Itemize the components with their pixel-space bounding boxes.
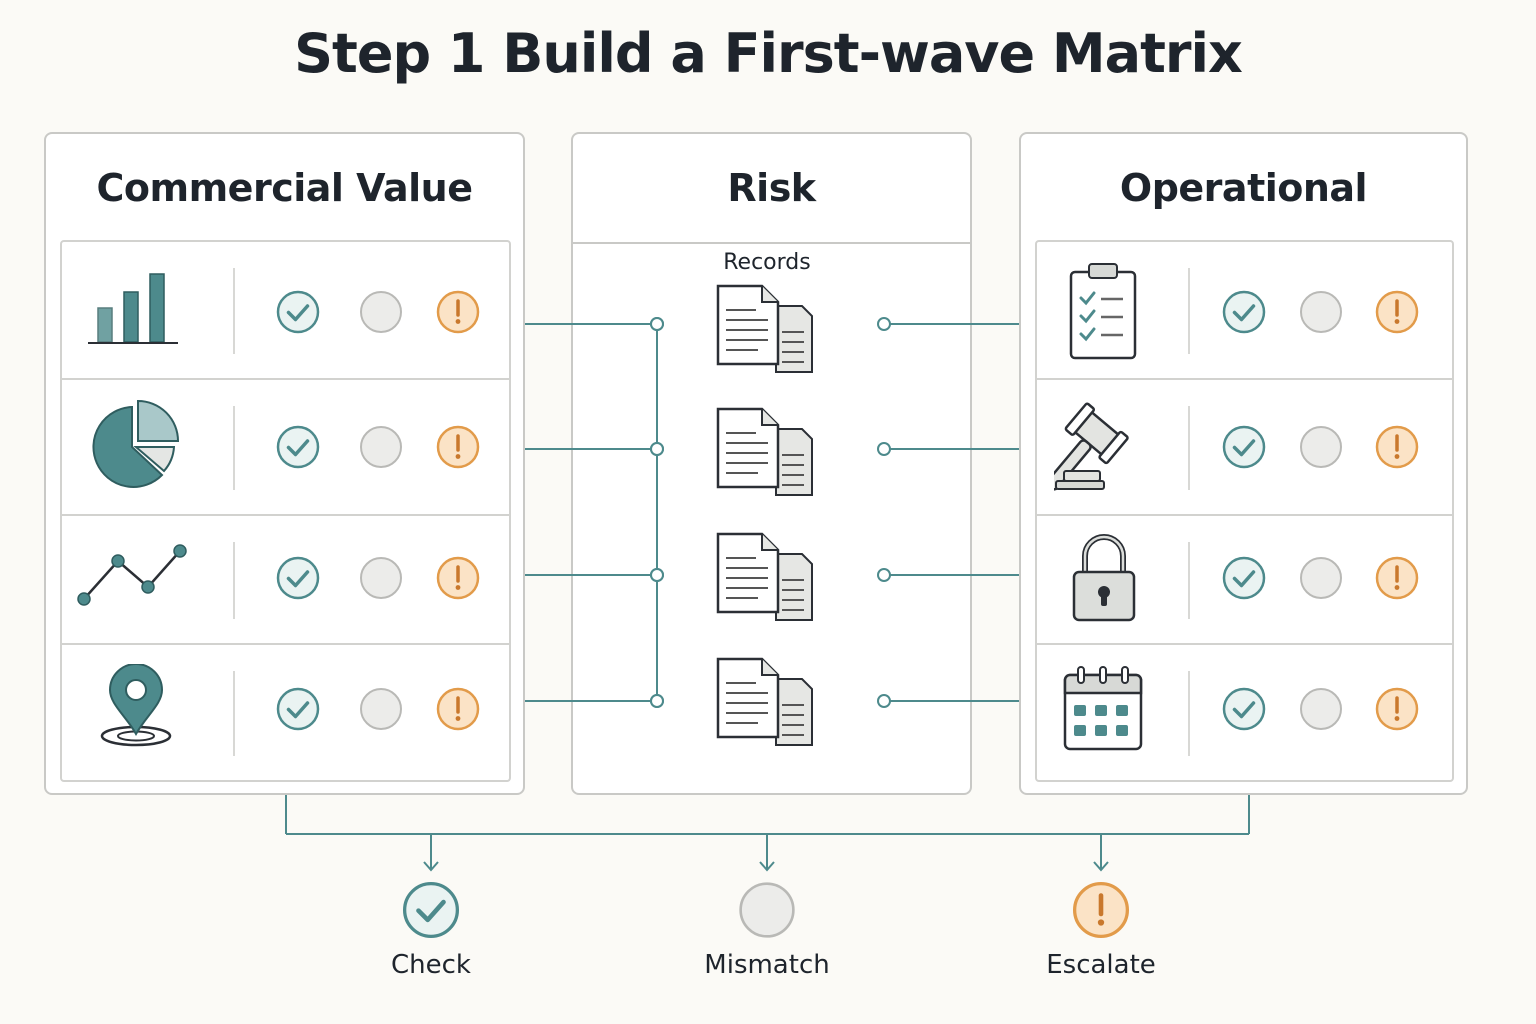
status-check-icon[interactable] — [1222, 425, 1266, 474]
status-check-icon[interactable] — [1222, 290, 1266, 339]
risk-title: Risk — [573, 134, 970, 244]
column-divider — [233, 406, 235, 490]
legend-check-icon — [402, 881, 460, 944]
column-divider — [1188, 268, 1190, 354]
legend-arrowhead — [1093, 861, 1109, 872]
location-pin-icon — [96, 663, 176, 759]
commercial-value-matrix — [60, 240, 511, 782]
records-label: Records — [723, 250, 811, 275]
status-neutral-icon[interactable] — [359, 556, 403, 605]
status-escalate-icon[interactable] — [436, 687, 480, 736]
row-divider — [62, 643, 509, 645]
documents-icon — [714, 657, 814, 754]
pie-chart-icon — [86, 397, 186, 502]
page-title: Step 1 Build a First-wave Matrix — [294, 22, 1243, 85]
status-neutral-icon[interactable] — [359, 687, 403, 736]
legend-arrowhead — [759, 861, 775, 872]
status-check-icon[interactable] — [1222, 687, 1266, 736]
status-check-icon[interactable] — [1222, 556, 1266, 605]
padlock-icon — [1071, 532, 1137, 629]
status-escalate-icon[interactable] — [436, 425, 480, 474]
column-divider — [1188, 542, 1190, 619]
status-check-icon[interactable] — [276, 556, 320, 605]
clipboard-checklist-icon — [1067, 262, 1141, 367]
column-divider — [233, 671, 235, 756]
row-divider — [62, 378, 509, 380]
status-neutral-icon[interactable] — [359, 425, 403, 474]
status-escalate-icon[interactable] — [1375, 556, 1419, 605]
status-escalate-icon[interactable] — [1375, 425, 1419, 474]
legend-escalate-icon — [1072, 881, 1130, 944]
column-divider — [1188, 406, 1190, 490]
calendar-icon — [1062, 665, 1146, 758]
status-check-icon[interactable] — [276, 290, 320, 339]
operational-readiness-title: Operational Readiness — [1119, 166, 1368, 318]
row-divider — [1037, 643, 1452, 645]
legend-label: Mismatch — [704, 950, 830, 980]
status-escalate-icon[interactable] — [436, 290, 480, 339]
status-check-icon[interactable] — [276, 687, 320, 736]
status-escalate-icon[interactable] — [436, 556, 480, 605]
legend-label: Escalate — [1046, 950, 1156, 980]
documents-icon — [714, 407, 814, 504]
status-check-icon[interactable] — [276, 425, 320, 474]
status-neutral-icon[interactable] — [1299, 556, 1343, 605]
status-neutral-icon[interactable] — [1299, 290, 1343, 339]
commercial-value-title: Commercial Value — [96, 166, 473, 210]
legend-arrowhead — [423, 861, 439, 872]
documents-icon — [714, 284, 814, 381]
gavel-icon — [1046, 401, 1154, 498]
column-divider — [233, 268, 235, 354]
status-escalate-icon[interactable] — [1375, 290, 1419, 339]
documents-icon — [714, 532, 814, 629]
column-divider — [233, 542, 235, 619]
status-neutral-icon[interactable] — [359, 290, 403, 339]
row-divider — [1037, 378, 1452, 380]
row-divider — [62, 514, 509, 516]
legend-label: Check — [391, 950, 471, 980]
legend-neutral-icon — [738, 881, 796, 944]
status-escalate-icon[interactable] — [1375, 687, 1419, 736]
column-divider — [1188, 671, 1190, 756]
status-neutral-icon[interactable] — [1299, 687, 1343, 736]
row-divider — [1037, 514, 1452, 516]
bar-chart-icon — [86, 272, 186, 357]
line-chart-icon — [76, 543, 196, 618]
status-neutral-icon[interactable] — [1299, 425, 1343, 474]
